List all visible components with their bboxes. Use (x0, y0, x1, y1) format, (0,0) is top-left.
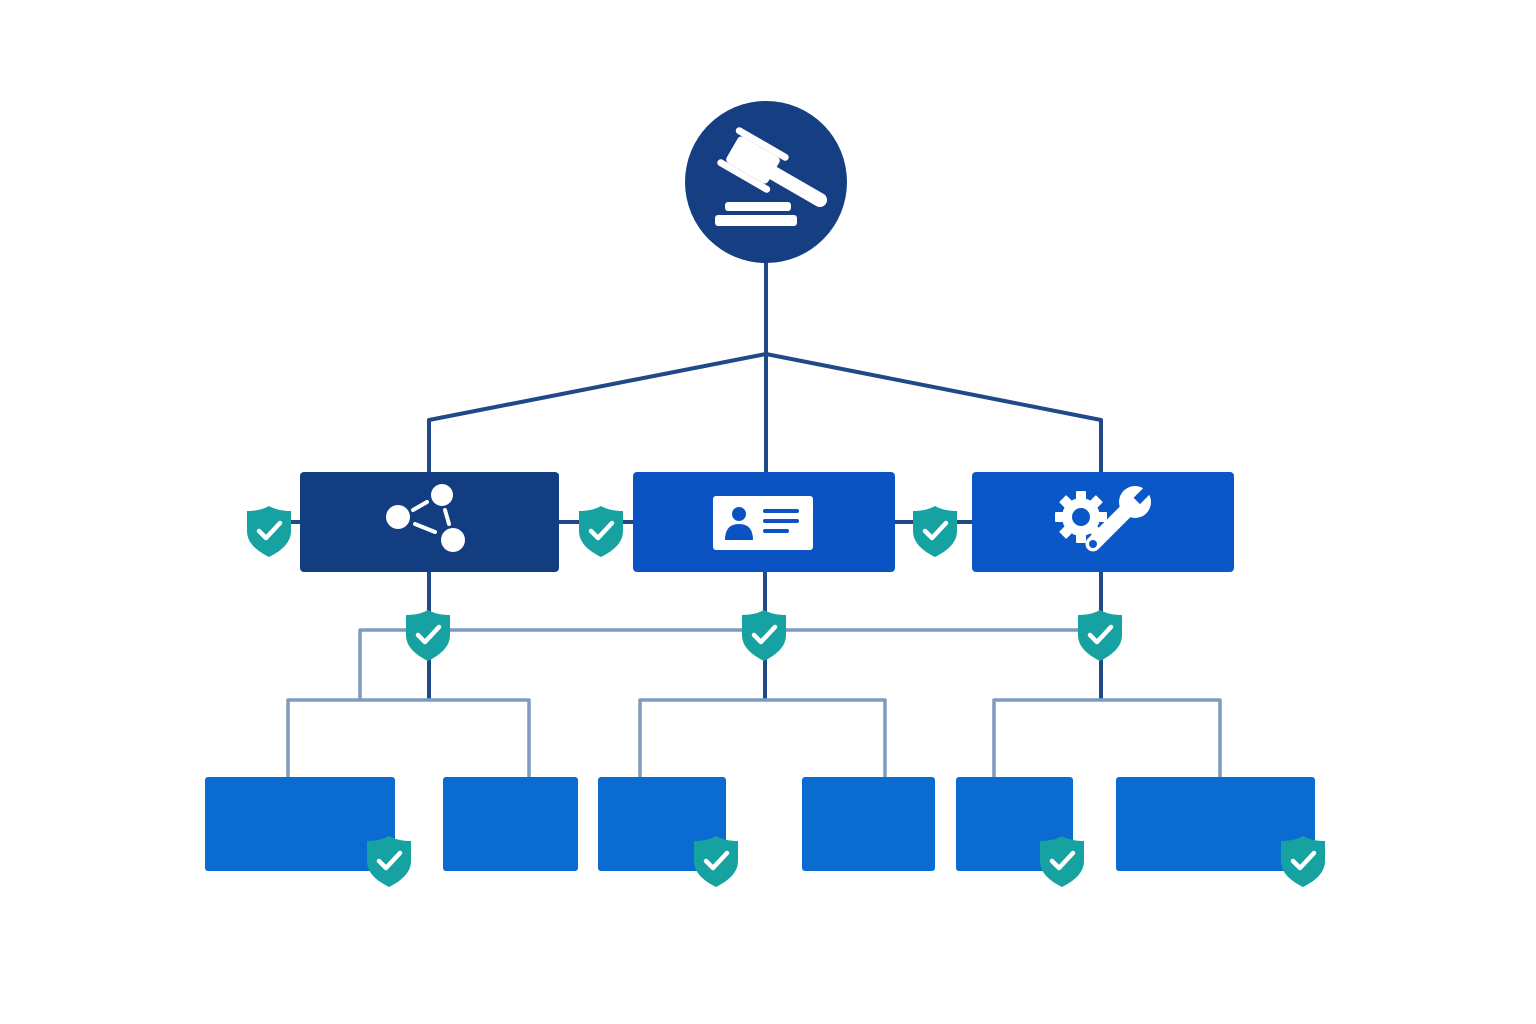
connector-branch-1 (286, 698, 531, 777)
shield-leaf-6-shield-check-icon (1281, 836, 1325, 887)
node-tools[interactable] (972, 472, 1234, 572)
shield-leaf-3-shield-check-icon (694, 836, 738, 887)
shield-l1-between-1-shield-check-icon (579, 506, 623, 557)
shield-leaf-5-shield-check-icon (1040, 836, 1084, 887)
gear-wrench-icon (1055, 483, 1155, 552)
leaf-2[interactable] (443, 777, 578, 871)
node-network[interactable] (300, 472, 559, 572)
leaf-1[interactable] (205, 777, 395, 871)
connector-lines (286, 262, 1222, 777)
network-share-icon (386, 484, 465, 552)
leaf-4[interactable] (802, 777, 935, 871)
connector-root-left (427, 352, 767, 472)
shield-l1-left-shield-check-icon (247, 506, 291, 557)
node-identity[interactable] (633, 472, 895, 572)
connector-branch-2 (638, 698, 887, 777)
shield-crossbar-1-shield-check-icon (406, 610, 450, 661)
shield-leaf-1-shield-check-icon (367, 836, 411, 887)
level2-nodes (205, 777, 1315, 871)
root-node[interactable] (685, 101, 847, 263)
shield-crossbar-2-shield-check-icon (742, 610, 786, 661)
level1-nodes (300, 472, 1234, 572)
connector-branch-3 (992, 698, 1222, 777)
connector-root-right (765, 352, 1103, 472)
shield-crossbar-3-shield-check-icon (1078, 610, 1122, 661)
leaf-6[interactable] (1116, 777, 1315, 871)
gavel-icon (715, 127, 827, 226)
node-network-box (300, 472, 559, 572)
shield-l1-between-2-shield-check-icon (913, 506, 957, 557)
connector-crossbar (358, 628, 1101, 700)
id-card-icon (713, 496, 813, 550)
